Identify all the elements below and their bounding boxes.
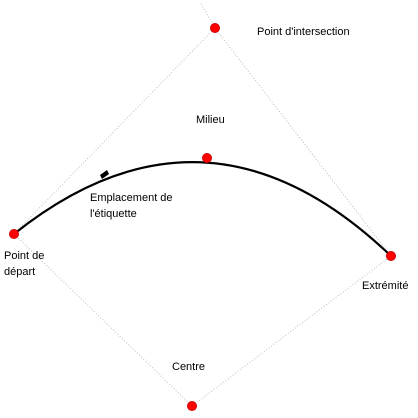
tangent-line-end — [214, 27, 392, 257]
arc-curve — [13, 161, 392, 257]
label-position-label-line2: l'étiquette — [90, 208, 137, 220]
tangent-line-end-extension — [199, 1, 216, 29]
end-label: Extrémité — [362, 280, 408, 292]
radius-line-start — [13, 233, 193, 407]
radius-line-end — [191, 255, 392, 407]
start-label-line1: Point de — [4, 250, 44, 262]
midpoint-point — [202, 153, 212, 163]
start-label-line2: départ — [4, 266, 35, 278]
intersection-label: Point d'intersection — [257, 26, 350, 38]
center-label: Centre — [172, 361, 205, 373]
label-position-marker — [100, 170, 109, 179]
label-position-label-line1: Emplacement de — [90, 192, 173, 204]
start-point — [9, 229, 19, 239]
center-point — [187, 401, 197, 411]
midpoint-label: Milieu — [196, 114, 225, 126]
end-point — [386, 251, 396, 261]
intersection-point — [210, 23, 220, 33]
